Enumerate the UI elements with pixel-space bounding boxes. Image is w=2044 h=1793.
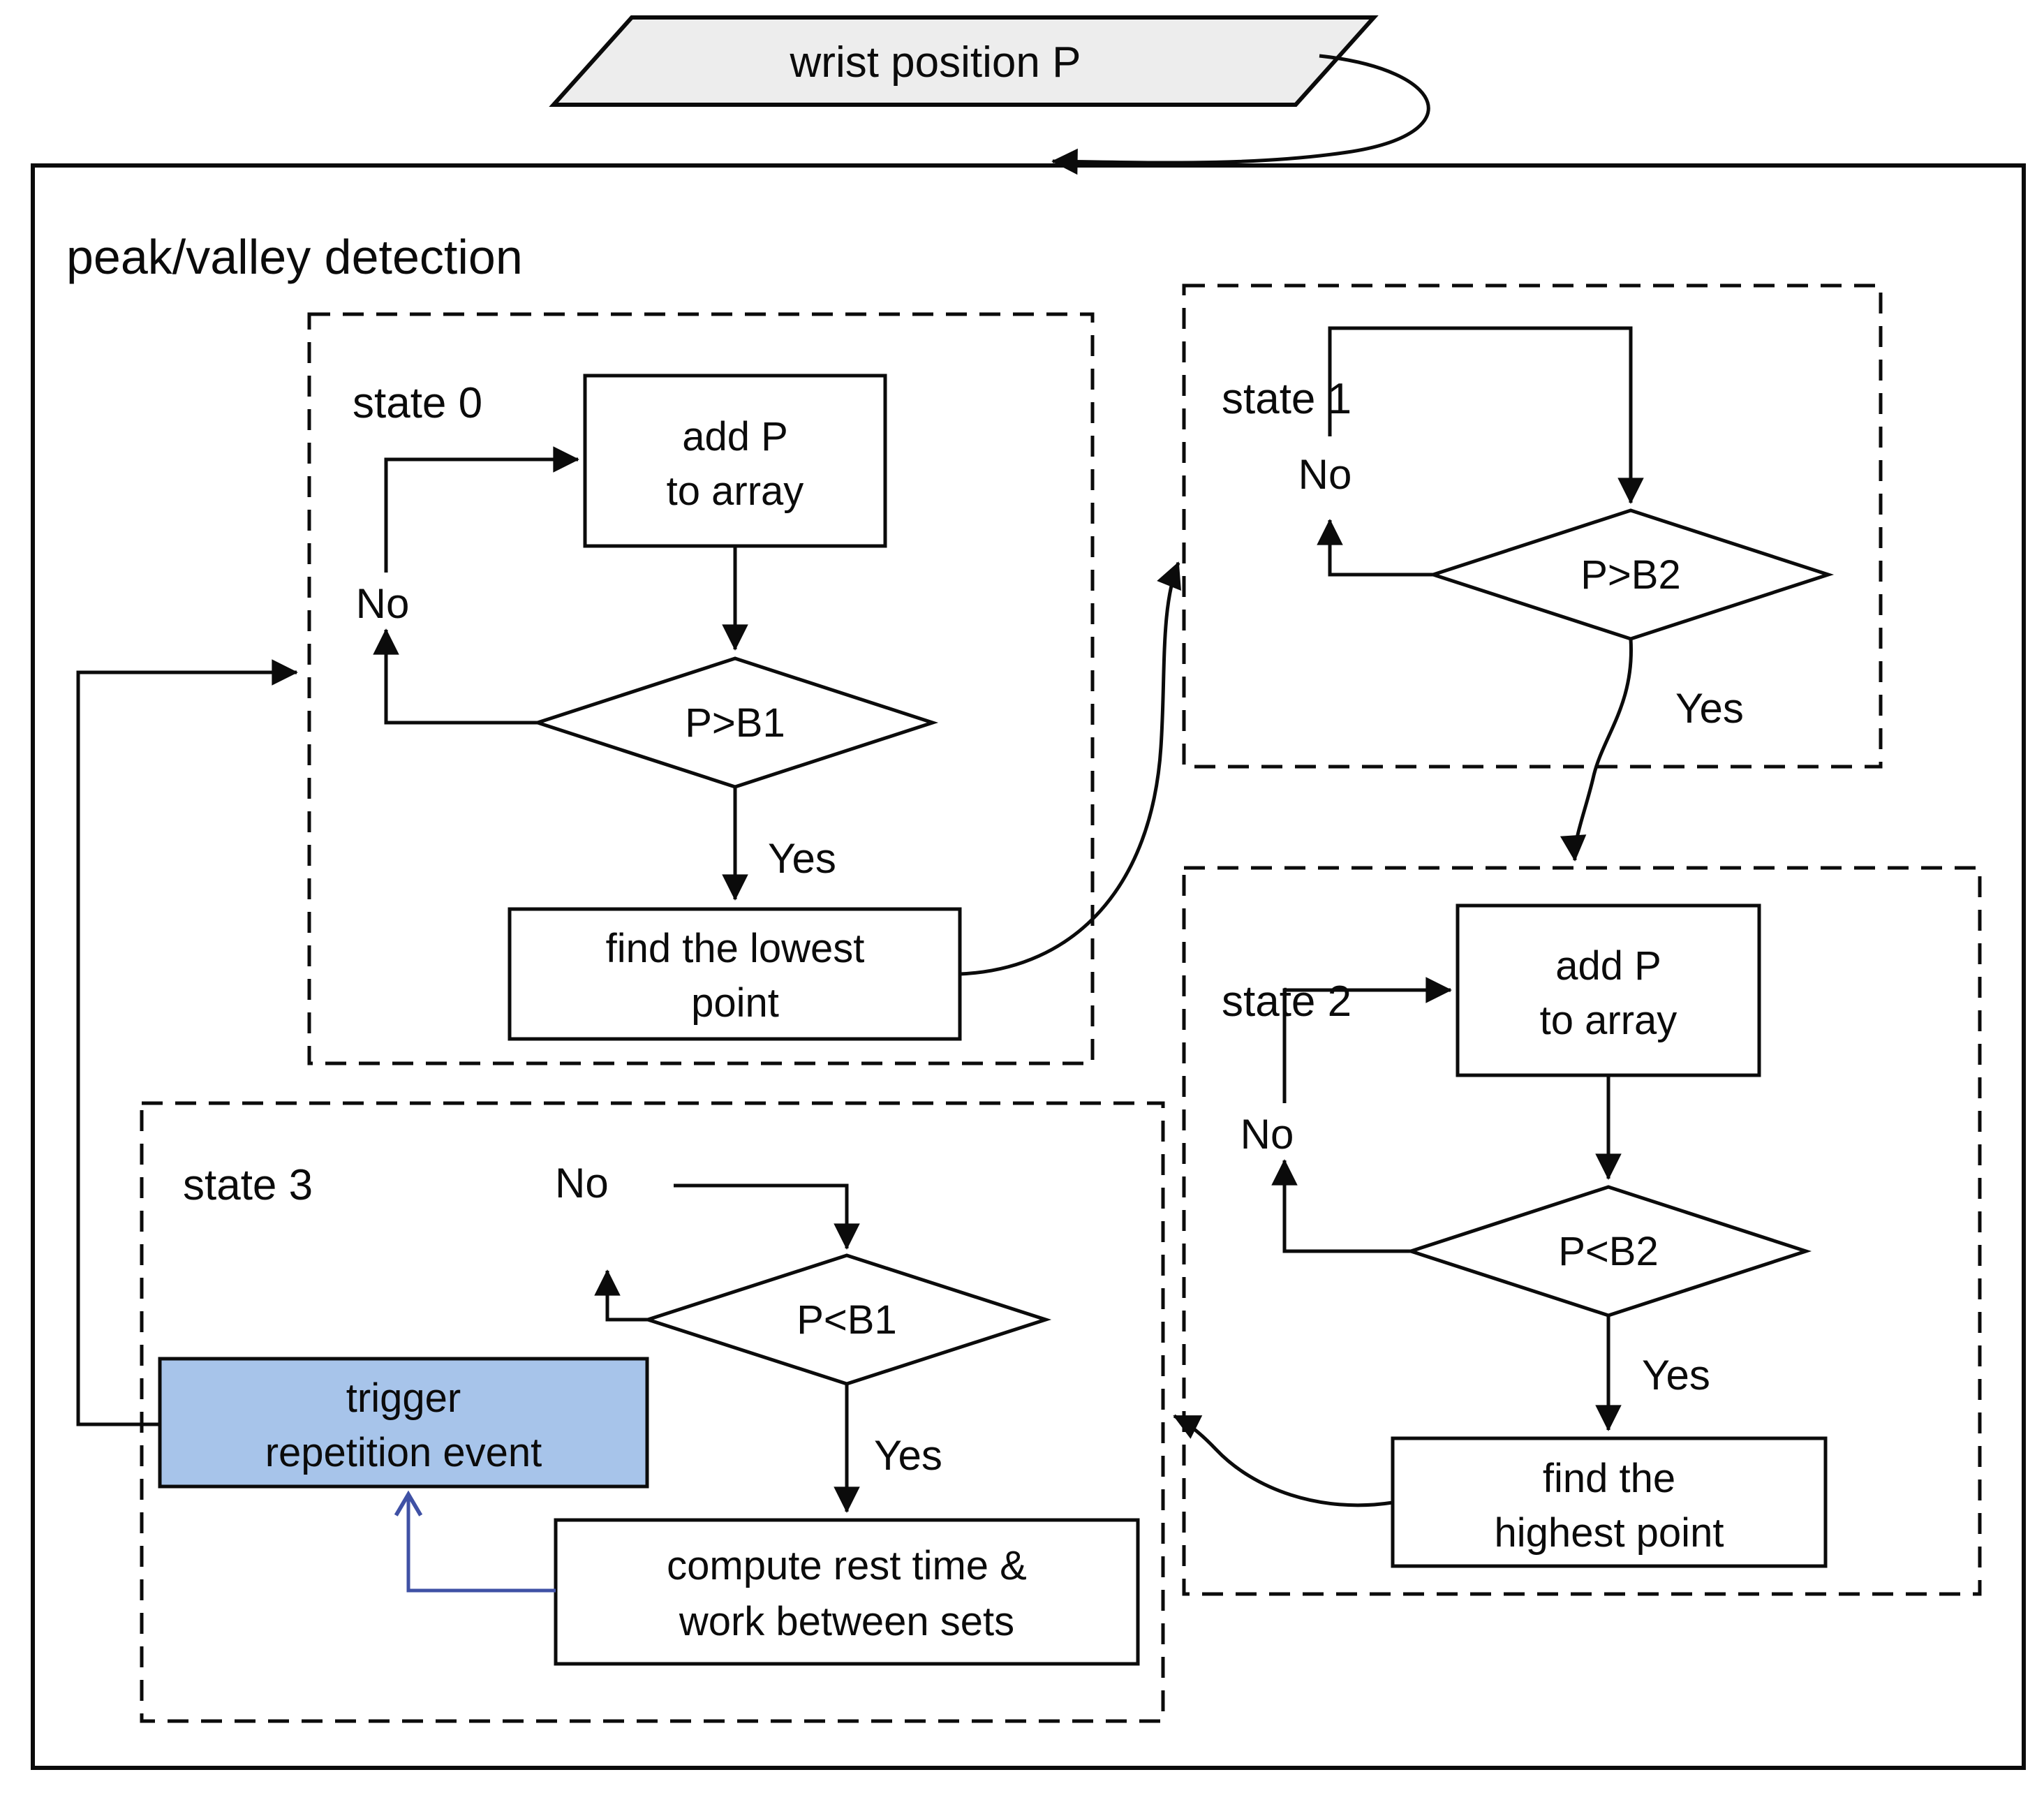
state0-group: state 0 No add P to array P>B1 Yes find … bbox=[307, 312, 1095, 1065]
state2-addp-line1: add P bbox=[1555, 943, 1661, 989]
state2-yes-label: Yes bbox=[1642, 1352, 1710, 1399]
state2-addp-box bbox=[1456, 903, 1761, 1077]
state1-loop-arrow bbox=[1328, 326, 1644, 504]
state2-no-label: No bbox=[1241, 1111, 1294, 1158]
state0-decision-label: P>B1 bbox=[685, 700, 785, 746]
container-label: peak/valley detection bbox=[66, 230, 523, 284]
transition-state2-to-state3 bbox=[1173, 1414, 1393, 1507]
state0-result-line2: point bbox=[691, 980, 779, 1026]
state0-loop-arrow bbox=[384, 446, 579, 573]
state0-addp-box bbox=[583, 374, 887, 548]
state3-label: state 3 bbox=[183, 1161, 313, 1209]
state2-loop-arrow bbox=[1282, 977, 1452, 1103]
state3-no-arrow bbox=[594, 1269, 648, 1322]
state3-box bbox=[140, 1101, 1165, 1723]
state2-no-arrow bbox=[1271, 1159, 1411, 1253]
input-flow-arrow bbox=[1051, 54, 1430, 175]
state2-group: state 2 No add P to array P<B2 Yes find … bbox=[1182, 866, 1982, 1596]
feedback-arrow-trigger-to-state0 bbox=[76, 659, 298, 1426]
state2-box bbox=[1182, 866, 1982, 1596]
state0-label: state 0 bbox=[353, 379, 482, 427]
state1-decision-label: P>B2 bbox=[1580, 552, 1681, 598]
state3-decision-label: P<B1 bbox=[797, 1297, 897, 1343]
state0-no-arrow bbox=[373, 628, 538, 725]
state2-label: state 2 bbox=[1222, 977, 1351, 1026]
state1-decision-diamond bbox=[1427, 508, 1835, 641]
state1-box bbox=[1182, 283, 1883, 769]
state3-group: state 3 No P<B1 Yes compute rest time & … bbox=[140, 1101, 1165, 1723]
state0-addp-line1: add P bbox=[682, 414, 788, 459]
state0-result-line1: find the lowest bbox=[606, 926, 865, 971]
state3-decision-diamond bbox=[642, 1253, 1052, 1386]
state2-decision-diamond bbox=[1405, 1185, 1812, 1318]
input-label: wrist position P bbox=[790, 38, 1081, 87]
state1-yes-label: Yes bbox=[1675, 685, 1744, 732]
state2-result-line2: highest point bbox=[1495, 1510, 1724, 1556]
state3-trigger-box bbox=[158, 1357, 649, 1489]
state0-addp-line2: to array bbox=[667, 468, 804, 514]
state2-result-line1: find the bbox=[1543, 1456, 1675, 1501]
state1-yes-arrow bbox=[1560, 638, 1634, 862]
state1-no-label: No bbox=[1298, 451, 1352, 498]
state0-no-label: No bbox=[356, 580, 410, 627]
state0-decision-diamond bbox=[531, 656, 939, 789]
state1-no-arrow bbox=[1317, 519, 1433, 577]
state2-addp-line2: to array bbox=[1540, 998, 1678, 1043]
state3-no-label: No bbox=[555, 1160, 609, 1207]
input-node: wrist position P bbox=[549, 15, 1430, 175]
transition-state0-to-state1 bbox=[959, 561, 1181, 976]
state3-compute-line2: work between sets bbox=[679, 1599, 1014, 1644]
state0-box bbox=[307, 312, 1095, 1065]
state0-result-box bbox=[508, 907, 962, 1041]
state1-label: state 1 bbox=[1222, 375, 1351, 423]
state0-yes-label: Yes bbox=[768, 835, 836, 882]
state2-result-box bbox=[1391, 1436, 1828, 1568]
state3-yes-label: Yes bbox=[874, 1432, 942, 1479]
state3-trigger-arrow bbox=[394, 1490, 556, 1593]
state3-trigger-line1: trigger bbox=[346, 1375, 461, 1421]
state3-trigger-line2: repetition event bbox=[265, 1430, 542, 1475]
state3-compute-line1: compute rest time & bbox=[667, 1543, 1027, 1588]
input-parallelogram bbox=[549, 15, 1379, 107]
state3-loop-arrow bbox=[674, 1183, 860, 1250]
state1-group: state 1 No P>B2 Yes bbox=[1182, 283, 1883, 862]
container-box bbox=[31, 163, 2026, 1770]
state2-decision-label: P<B2 bbox=[1558, 1229, 1659, 1274]
